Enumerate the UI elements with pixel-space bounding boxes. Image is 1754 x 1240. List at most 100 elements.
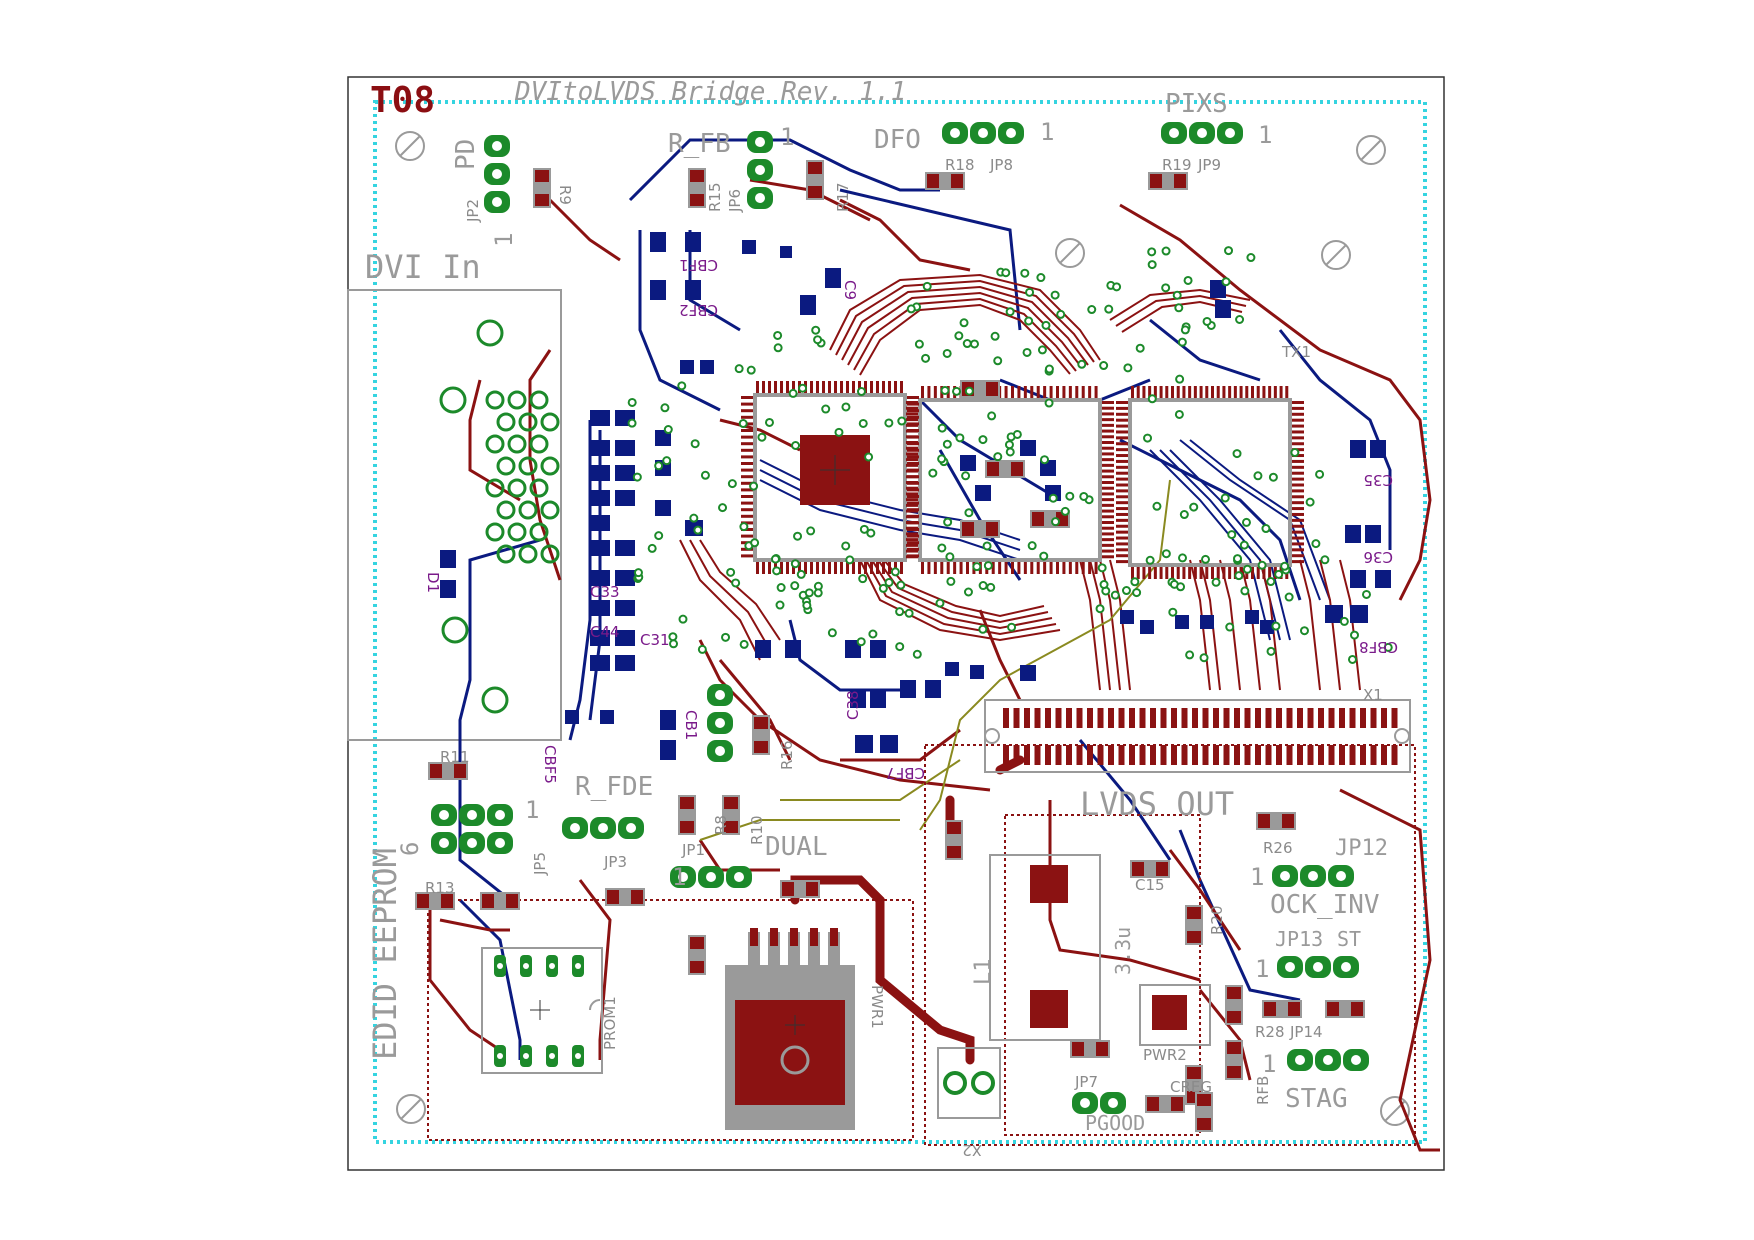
resistor-pad <box>987 462 999 476</box>
via <box>890 567 900 577</box>
via <box>697 644 707 654</box>
via <box>1174 409 1184 419</box>
connector-pad <box>1003 745 1009 765</box>
header-pin-hole <box>1197 128 1207 138</box>
ic-pin <box>1292 471 1304 475</box>
section-edid-eeprom: EDID EEPROM <box>366 848 404 1060</box>
ic-pin <box>1292 489 1304 493</box>
ic-pin <box>1011 386 1014 398</box>
ic-pin <box>907 488 919 492</box>
via <box>983 561 993 571</box>
via <box>813 588 823 598</box>
via <box>1005 447 1015 457</box>
smd-pad <box>660 740 676 760</box>
ic-pin <box>1199 386 1203 398</box>
smd-pad <box>685 280 701 300</box>
connector-pad <box>1360 708 1366 728</box>
via <box>1227 530 1237 540</box>
via <box>798 383 808 393</box>
via <box>1189 502 1199 512</box>
lvds-connector-x1 <box>984 699 1411 773</box>
via <box>1041 320 1051 330</box>
ic-tx1 <box>1128 398 1292 567</box>
ic-pin <box>1159 567 1163 579</box>
ic-pin <box>756 381 759 393</box>
smd-pad <box>590 570 610 586</box>
via <box>1145 555 1155 565</box>
via <box>1121 586 1131 596</box>
inductor-l1 <box>989 854 1101 1041</box>
dvi-pin <box>496 500 516 520</box>
ic-pin <box>940 562 944 574</box>
ic-pin <box>1116 548 1128 552</box>
connector-pad <box>1370 745 1377 765</box>
connector-pad <box>1024 745 1030 765</box>
ic-pin <box>1116 501 1128 505</box>
resistor-pad <box>1132 862 1144 876</box>
header-pin-hole <box>492 141 502 151</box>
label-c33: C33 <box>590 583 620 601</box>
via <box>945 552 955 562</box>
resistor-pad <box>927 174 939 188</box>
section-lvds-out: LVDS OUT <box>1080 785 1234 823</box>
ic-pin <box>1102 469 1114 473</box>
ic-pin <box>1075 562 1079 574</box>
label-r8: R8 <box>712 815 730 835</box>
connector-pad <box>1171 745 1177 765</box>
ic-pin <box>933 386 937 398</box>
via <box>1176 582 1186 592</box>
jumper-ock-inv: OCK_INV <box>1270 890 1380 920</box>
connector-pad <box>1297 708 1303 728</box>
resistor-pad <box>1258 814 1270 828</box>
copper-pour-outlines <box>427 744 1416 1146</box>
connector-pad <box>1160 708 1167 728</box>
ic-pin <box>906 475 918 479</box>
label-r9: R9 <box>556 185 574 205</box>
ic-pin <box>906 418 918 422</box>
label-tx1: TX1 <box>1281 343 1311 361</box>
ic-pin <box>834 381 837 393</box>
dvi-pin <box>496 544 516 564</box>
ic-pin <box>907 501 919 505</box>
ic-pin <box>741 402 753 406</box>
ic-pin <box>1116 418 1128 422</box>
connector-pad <box>1318 708 1324 728</box>
resistor-pad <box>1351 1002 1363 1016</box>
via <box>734 364 744 374</box>
via <box>1361 589 1371 599</box>
resistor-pad <box>986 382 998 396</box>
dvi-pin <box>507 478 527 498</box>
resistor-pad <box>690 961 704 973</box>
via <box>1233 554 1243 564</box>
ic-pin <box>1116 542 1128 546</box>
connector-pad <box>1108 745 1114 765</box>
ic-pin <box>906 486 918 490</box>
via <box>906 304 916 314</box>
ic-pin <box>1102 401 1114 404</box>
smd-pad <box>945 662 959 676</box>
ic-pin <box>906 538 918 542</box>
ic-pin <box>768 381 771 393</box>
connector-pad <box>1076 745 1083 765</box>
ic-pin <box>741 488 753 492</box>
via <box>928 468 938 478</box>
via <box>738 419 748 429</box>
resistor-pad <box>1072 1042 1084 1056</box>
dvi-pin <box>485 522 505 542</box>
ic-pin <box>858 381 861 393</box>
regulator-pwr2 <box>1139 984 1211 1046</box>
via <box>1147 260 1157 270</box>
ic-pin <box>1102 435 1114 439</box>
via <box>1268 472 1278 482</box>
connector-pad <box>1097 708 1104 728</box>
resistor-pad <box>947 846 961 858</box>
via <box>1104 304 1114 314</box>
ic-pin <box>1142 386 1146 398</box>
via <box>954 331 964 341</box>
ic-pin <box>906 492 918 496</box>
label-jp2: JP2 <box>464 199 482 223</box>
via <box>856 637 866 647</box>
ic-pin <box>1233 386 1237 398</box>
via <box>1007 622 1017 632</box>
